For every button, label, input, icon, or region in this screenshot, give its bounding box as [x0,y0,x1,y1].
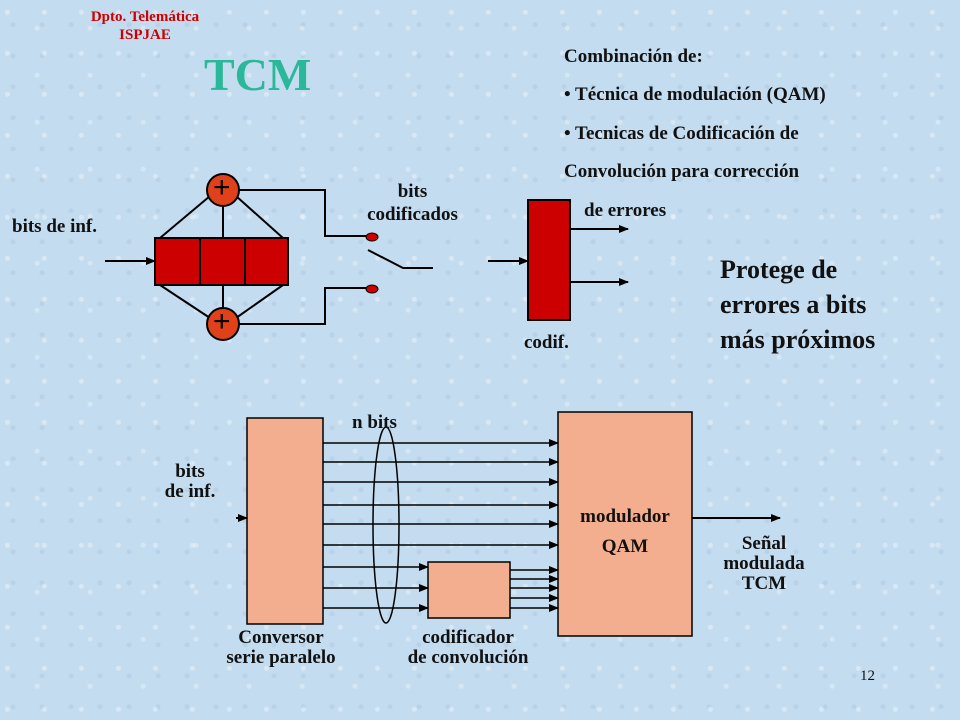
page-number: 12 [860,668,875,684]
output-line1: Señal [741,533,787,554]
converter-line1: Conversor [238,627,324,648]
combination-item-coding: • Tecnicas de Codificación de [564,123,799,144]
slide-title: TCM [204,49,312,100]
header-block: Dpto. Telemática ISPJAE [70,8,220,44]
protect-note-line2: errores a bits [720,290,867,319]
combination-line-errors: de errores [584,200,667,221]
header-institute: ISPJAE [119,27,171,43]
bottom-diagram [236,411,781,637]
coder-label: codificador de convolución [378,628,558,668]
bottom-input-label: bits de inf. [150,462,230,502]
nbits-label: n bits [352,412,397,433]
modulator-line2: QAM [601,536,649,557]
combination-item-modulation: • Técnica de modulación (QAM) [564,84,826,105]
convolutional-coder-block [427,561,511,619]
nbits-ellipse [372,426,400,624]
shift-register [154,237,289,286]
top-adder-symbol: + [213,171,231,204]
top-encoder [105,173,433,341]
modulator-line1: modulador [580,506,670,527]
header-department: Dpto. Telemática [90,9,200,25]
protect-note: Protege de errores a bits más próximos [720,252,875,357]
protect-note-line3: más próximos [720,325,876,354]
switch-contact-bottom [365,284,379,294]
bottom-adder-symbol: + [213,305,231,338]
output-signal-label: Señal modulada TCM [700,534,828,594]
commutator-switch [367,249,433,269]
output-line2: modulada [723,553,805,574]
coder-line2: de convolución [407,647,529,668]
coded-bits-label: bits codificados [340,180,485,226]
coder-line1: codificador [422,627,514,648]
top-input-label: bits de inf. [12,216,97,237]
coded-bits-line2: codificados [367,204,458,225]
switch-contact-top [365,232,379,242]
codif-block [527,199,571,321]
combination-line-convolution: Convolución para corrección [564,161,800,182]
coded-bits-line1: bits [397,181,428,202]
bottom-input-line2: de inf. [164,481,216,502]
bottom-input-line1: bits [175,461,205,482]
combination-heading: Combinación de: [564,46,703,67]
output-line3: TCM [741,573,787,594]
qam-modulator-block [557,411,693,637]
protect-note-line1: Protege de [720,255,838,284]
converter-label: Conversor serie paralelo [196,628,366,668]
modulator-label: modulador QAM [558,502,692,562]
serial-parallel-converter [246,417,324,625]
top-output-wire [239,189,366,237]
converter-line2: serie paralelo [226,647,336,668]
codif-label: codif. [524,332,569,353]
codif-block-group [488,199,629,321]
bottom-output-wire [239,287,366,325]
